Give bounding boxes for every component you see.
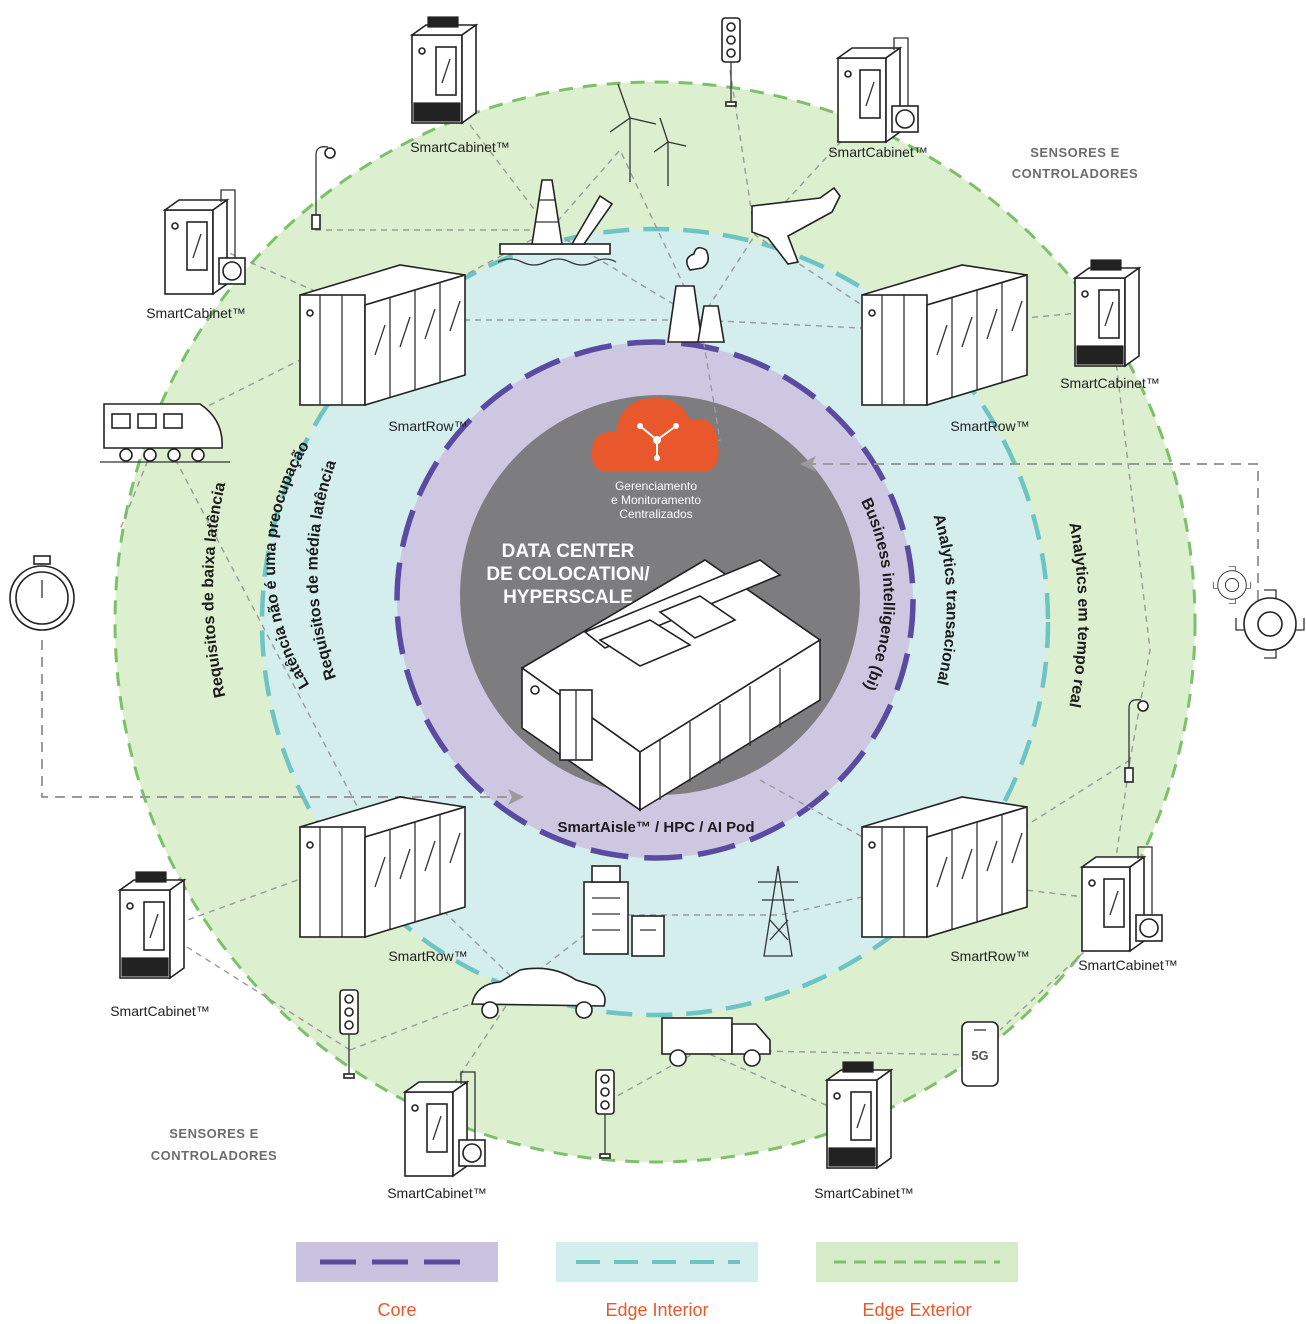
truck-icon: [661, 1017, 771, 1067]
train-icon: [100, 403, 230, 463]
smartrow-label-top-right: SmartRow™: [950, 418, 1029, 434]
dc-title-line-2: DE COLOCATION/: [486, 564, 650, 585]
monitoring-arrow-line: [806, 463, 1259, 600]
smartcabinet-label-bottom: SmartCabinet™: [387, 1185, 487, 1201]
smartcabinet-label-bottom-center: SmartCabinet™: [814, 1185, 914, 1201]
oil-rig-icon: [497, 179, 617, 266]
edge-exterior-border: [113, 80, 1197, 1164]
monitoring-arrowhead: [800, 456, 816, 472]
cloud-icon: [591, 397, 719, 472]
smartcabinet-bottom-right-icon: [1081, 846, 1163, 952]
airplane-icon: [751, 186, 841, 265]
smartcabinet-label-left: SmartCabinet™: [146, 305, 246, 321]
smartcabinet-bottom-center-icon: [826, 1061, 892, 1169]
sensors-label-bottom-line-2: CONTROLADORES: [151, 1148, 277, 1163]
stopwatch-icon: [9, 555, 75, 631]
cloud-caption-line-1: Gerenciamento: [615, 479, 697, 493]
smartcabinet-top-right-icon: [837, 37, 919, 143]
smartcabinet-label-bottom-right: SmartCabinet™: [1078, 957, 1178, 973]
cloud-caption-line-2: e Monitoramento: [611, 493, 701, 507]
smartrow-label-top-left: SmartRow™: [388, 418, 467, 434]
smartrow-label-bottom-left: SmartRow™: [388, 948, 467, 964]
latency-arrow-line: [41, 640, 515, 798]
smartaisle-label: SmartAisle™ / HPC / AI Pod: [558, 819, 755, 836]
edge-interior-border: [259, 226, 1051, 1018]
legend-edge-exterior-label: Edge Exterior: [862, 1300, 971, 1320]
smartphone-icon: [961, 1021, 999, 1087]
legend-edge-interior-label: Edge Interior: [605, 1300, 708, 1320]
smartcabinet-bottom-left-icon: [119, 871, 185, 979]
phone-5g-badge: 5G: [971, 1048, 988, 1063]
smartrow-label-bottom-right: SmartRow™: [950, 948, 1029, 964]
car-icon: [471, 967, 606, 1019]
legend: Core Edge Interior Edge Exterior: [296, 1242, 1018, 1320]
smartcabinet-left-icon: [164, 189, 246, 295]
legend-core-label: Core: [377, 1300, 416, 1320]
dc-title-line-1: DATA CENTER: [502, 541, 635, 562]
latency-arrowhead: [508, 789, 524, 805]
smartcabinet-label-top: SmartCabinet™: [410, 139, 510, 155]
wind-turbines-icon: [609, 83, 687, 186]
buildings-icon: [583, 865, 665, 957]
cloud-caption-line-3: Centralizados: [619, 507, 692, 521]
factory-icon: [667, 246, 725, 343]
sensors-label-top-line-1: SENSORES E: [1030, 145, 1120, 160]
sensors-label-top-line-2: CONTROLADORES: [1012, 166, 1138, 181]
smartcabinet-right-icon: [1074, 259, 1140, 367]
smartcabinet-label-bottom-left: SmartCabinet™: [110, 1003, 210, 1019]
power-tower-icon: [758, 865, 798, 957]
smartcabinet-top-icon: [411, 16, 477, 124]
sensors-label-bottom-line-1: SENSORES E: [169, 1126, 259, 1141]
smartcabinet-label-right: SmartCabinet™: [1060, 375, 1160, 391]
dc-title-line-3: HYPERSCALE: [503, 587, 633, 608]
smartaisle-pod-icon: [520, 559, 822, 812]
core-border: [394, 339, 916, 861]
smartcabinet-label-top-right: SmartCabinet™: [828, 144, 928, 160]
